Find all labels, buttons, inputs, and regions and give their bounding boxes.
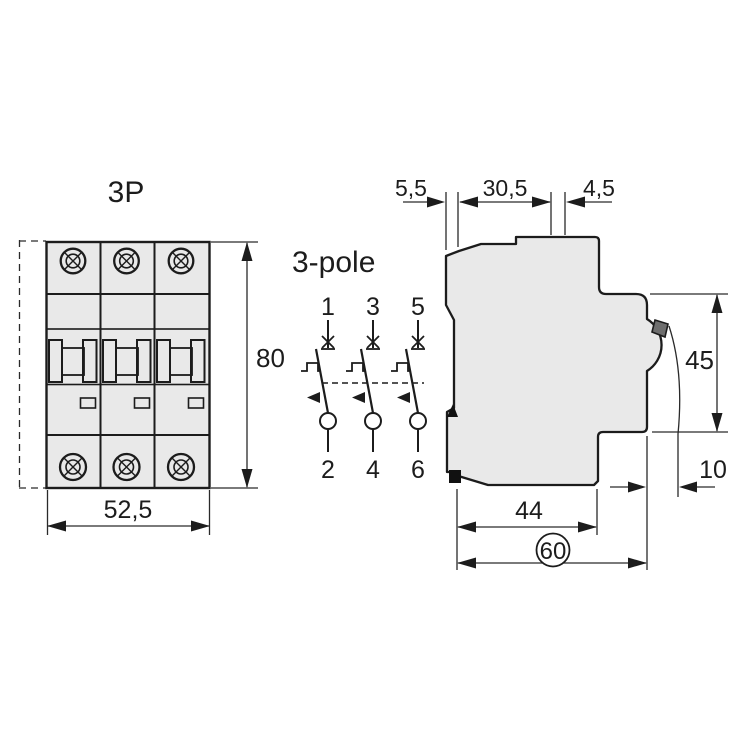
dim-total-group: 60: [457, 532, 647, 569]
dim-front-height-group: 45: [650, 293, 728, 433]
dim-handle-group: 10: [610, 436, 727, 570]
dim-width-label: 52,5: [104, 496, 153, 524]
thermal-release-symbol: [301, 362, 321, 372]
din-clip-hook: [447, 404, 458, 417]
contact-circle: [409, 412, 427, 430]
terminal-number-top: 3: [366, 293, 380, 321]
toggle-recess: [153, 328, 211, 386]
toggle-handle: [102, 339, 117, 383]
dim-handle-label: 10: [699, 456, 727, 484]
trip-arrow: [307, 392, 320, 403]
din-clip-spring: [449, 470, 461, 483]
terminal-number-bottom: 6: [411, 456, 425, 484]
terminal-number-top: 1: [321, 293, 335, 321]
switch-blade: [404, 348, 420, 414]
terminal-number-top: 5: [411, 293, 425, 321]
dim-front-height-label: 45: [685, 345, 714, 375]
screw-icon: [58, 452, 88, 482]
contact-circle: [364, 412, 382, 430]
dim-back-label: 5,5: [395, 175, 427, 201]
dim-height-label: 80: [256, 343, 285, 373]
side-view: 5,5 30,5 4,5 45 10: [395, 175, 728, 570]
screw-icon: [112, 452, 141, 482]
handle-swing-arc: [668, 325, 681, 497]
terminal-number-bottom: 2: [321, 456, 335, 484]
trip-arrow: [352, 392, 365, 403]
screw-icon: [113, 247, 140, 275]
dim-top-group: 5,5 30,5 4,5: [395, 175, 615, 250]
terminal-screws: [58, 247, 196, 482]
circuit-diagram: 3-pole 1 2 3: [292, 246, 427, 484]
breaker-front-body: [45, 240, 211, 490]
screw-icon: [167, 247, 195, 275]
pole-symbol-3: 5 6: [391, 293, 427, 484]
indicator-window: [187, 397, 205, 409]
switch-blade: [314, 348, 330, 414]
dim-base-group: 44: [456, 489, 598, 570]
breaker-side-profile: [444, 235, 663, 487]
thermal-release-symbol: [391, 362, 411, 372]
toggle-recess-row: [45, 328, 211, 386]
toggle-handle: [190, 339, 206, 383]
switch-blade: [359, 348, 375, 414]
indicator-window: [79, 397, 97, 409]
screw-icon: [59, 247, 87, 275]
pole-symbol-2: 3 4: [346, 293, 382, 484]
dim-total-circle: [535, 532, 571, 568]
circuit-title: 3-pole: [292, 246, 375, 279]
toggle-handle: [48, 339, 63, 383]
dim-height: 80: [211, 241, 285, 489]
toggle-handle: [156, 339, 171, 383]
dim-total-label: 60: [540, 538, 567, 565]
front-view: 3P: [18, 176, 285, 535]
indicator-window: [133, 397, 151, 409]
toggle-handle: [82, 339, 98, 383]
dim-front-top-label: 4,5: [583, 175, 615, 201]
toggle-handle: [136, 339, 152, 383]
screw-icon: [166, 452, 196, 482]
dim-base-label: 44: [515, 497, 543, 525]
dim-top-label: 30,5: [483, 175, 528, 201]
pole-symbol-1: 1 2: [301, 293, 337, 484]
trip-arrow: [397, 392, 410, 403]
terminal-number-bottom: 4: [366, 456, 380, 484]
front-view-title: 3P: [108, 176, 145, 209]
contact-circle: [319, 412, 337, 430]
thermal-release-symbol: [346, 362, 366, 372]
side-toggle-handle: [651, 318, 669, 339]
dim-width: 52,5: [46, 490, 211, 535]
